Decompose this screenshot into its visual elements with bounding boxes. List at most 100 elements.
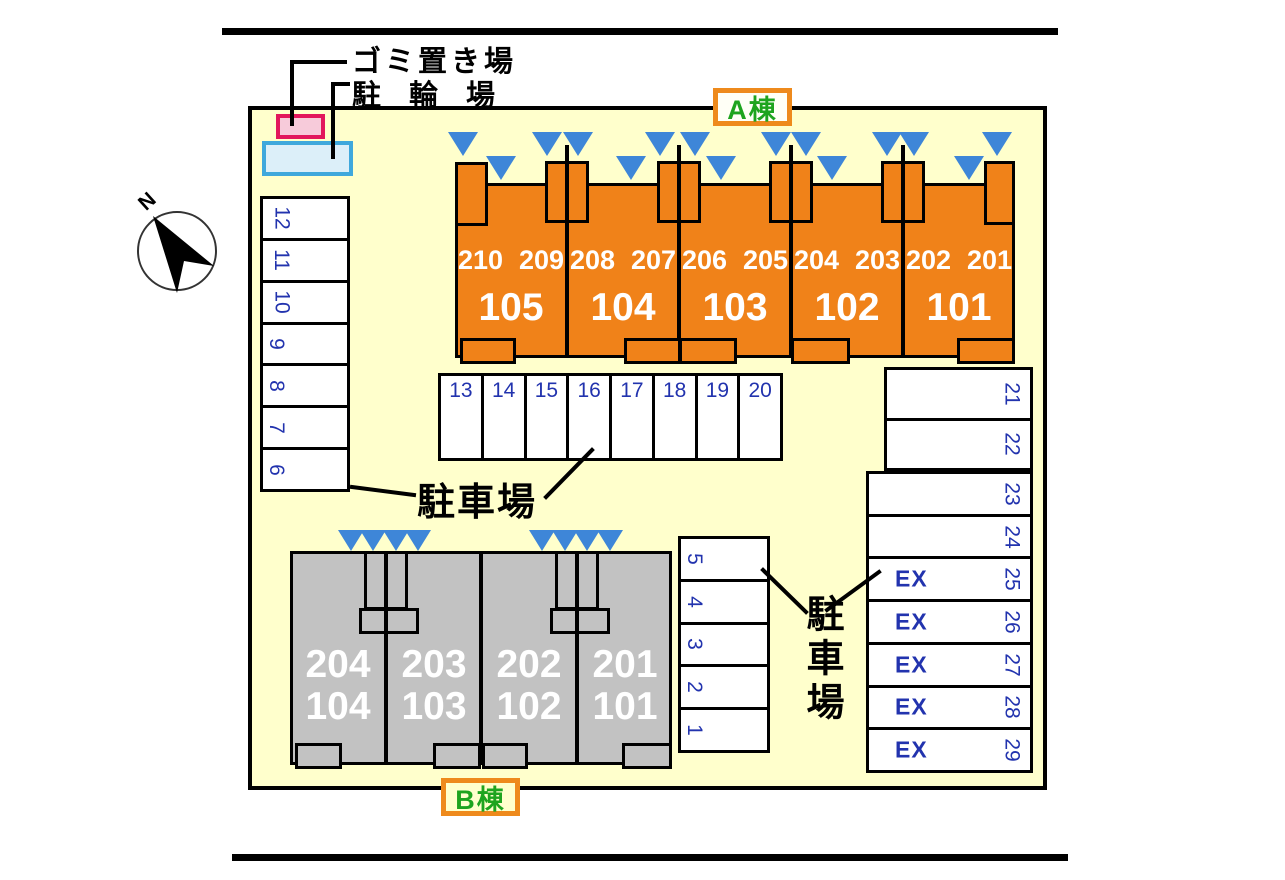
building-b-name: B棟 xyxy=(455,784,506,815)
parking-space-number: 27 xyxy=(1000,653,1024,677)
unit-first-floor-number: 101 xyxy=(926,286,992,329)
unit-first-floor-number: 102 xyxy=(496,685,562,728)
building-b-wall xyxy=(575,551,579,765)
unit-number: 202 xyxy=(906,245,952,275)
building-a-wall xyxy=(901,183,905,358)
building-a-name: A棟 xyxy=(727,94,778,125)
building-b-entrance-wall xyxy=(384,554,388,632)
garbage-area-box xyxy=(276,114,325,139)
parking-space-14: 14 xyxy=(483,376,527,458)
entrance-triangle-icon xyxy=(338,530,364,551)
parking-space-number: 22 xyxy=(1000,432,1024,456)
unit-first-floor-number: 103 xyxy=(702,286,768,329)
entrance-triangle-icon xyxy=(574,530,600,551)
compass-north-label: N xyxy=(133,188,161,216)
entrance-triangle-icon xyxy=(982,132,1012,156)
bicycle-parking-box xyxy=(262,141,353,176)
entrance-triangle-icon xyxy=(552,530,578,551)
parking-space-number: 20 xyxy=(748,379,772,402)
parking-space-18: 18 xyxy=(654,376,698,458)
building-b-wall xyxy=(479,551,483,765)
parking-space-5: 5 xyxy=(681,539,767,582)
building-a-step xyxy=(460,338,516,364)
parking-space-number: 11 xyxy=(269,249,293,272)
entrance-triangle-icon xyxy=(597,530,623,551)
parking-space-number: 3 xyxy=(682,638,706,651)
ex-tag: EX xyxy=(895,693,928,720)
parking-space-4: 4 xyxy=(681,581,767,625)
parking-space-number: 18 xyxy=(662,379,687,402)
parking-space-number: 23 xyxy=(1000,482,1024,506)
parking-lot-label-left: 駐車場 xyxy=(417,482,538,524)
building-a-wall xyxy=(565,183,569,358)
unit-number: 205 xyxy=(742,245,788,275)
parking-space-number: 26 xyxy=(1000,610,1024,634)
entrance-triangle-icon xyxy=(899,132,929,156)
unit-second-floor-number: 203 xyxy=(401,643,467,686)
parking-space-number: 25 xyxy=(1000,567,1024,591)
entrance-triangle-icon xyxy=(563,132,593,156)
entrance-triangle-icon xyxy=(532,132,562,156)
ex-tag: EX xyxy=(895,565,928,592)
unit-first-floor-number: 104 xyxy=(305,685,371,728)
entrance-triangle-icon xyxy=(645,132,675,156)
parking-space-number: 14 xyxy=(491,379,516,402)
building-a-step xyxy=(957,338,1015,364)
parking-space-number: 13 xyxy=(449,379,473,402)
unit-second-floor-number: 202 xyxy=(496,643,562,686)
unit-number: 206 xyxy=(682,245,728,275)
parking-space-number: 19 xyxy=(705,379,730,402)
entrance-triangle-icon xyxy=(817,156,847,180)
unit-number: 208 xyxy=(570,245,616,275)
north-compass-icon xyxy=(137,211,217,293)
building-b-entrance-foot xyxy=(359,608,419,634)
bottom-border-rule xyxy=(232,854,1068,861)
parking-space-1: 1 xyxy=(681,710,767,750)
parking-space-7: 7 xyxy=(263,408,347,451)
parking-space-25: 25 EX xyxy=(869,559,1030,603)
entrance-triangle-icon xyxy=(954,156,984,180)
entrance-triangle-icon xyxy=(448,132,478,156)
building-a-entrance-wall xyxy=(565,145,569,223)
building-a-wall xyxy=(677,183,681,358)
entrance-triangle-icon xyxy=(529,530,555,551)
unit-second-floor-numbers: 206 205 xyxy=(679,245,791,275)
building-b-step xyxy=(295,743,342,769)
entrance-triangle-icon xyxy=(405,530,431,551)
parking-space-2: 2 xyxy=(681,667,767,711)
building-a-wall xyxy=(789,183,793,358)
entrance-triangle-icon xyxy=(486,156,516,180)
parking-space-number: 9 xyxy=(264,338,288,350)
entrance-triangle-icon xyxy=(616,156,646,180)
unit-first-floor-number: 105 xyxy=(478,286,544,329)
parking-space-6: 6 xyxy=(263,450,347,490)
parking-space-19: 19 xyxy=(697,376,741,458)
building-b-step xyxy=(433,743,481,769)
unit-number: 210 xyxy=(458,245,504,275)
building-b-name-box: B棟 xyxy=(441,778,520,816)
parking-space-12: 12 xyxy=(263,199,347,241)
parking-space-16: 16 xyxy=(569,376,612,458)
parking-space-21: 21 xyxy=(887,370,1030,421)
unit-first-floor-number: 103 xyxy=(401,685,467,728)
parking-space-number: 6 xyxy=(264,463,288,476)
entrance-triangle-icon xyxy=(680,132,710,156)
top-border-rule xyxy=(222,28,1058,35)
parking-space-number: 29 xyxy=(1000,738,1024,762)
parking-space-number: 1 xyxy=(682,724,706,736)
building-b-entrance-foot xyxy=(550,608,610,634)
parking-space-15: 15 xyxy=(526,376,570,458)
building-b-step xyxy=(622,743,672,769)
parking-space-22: 22 xyxy=(887,420,1030,468)
building-b-wall xyxy=(384,551,388,765)
